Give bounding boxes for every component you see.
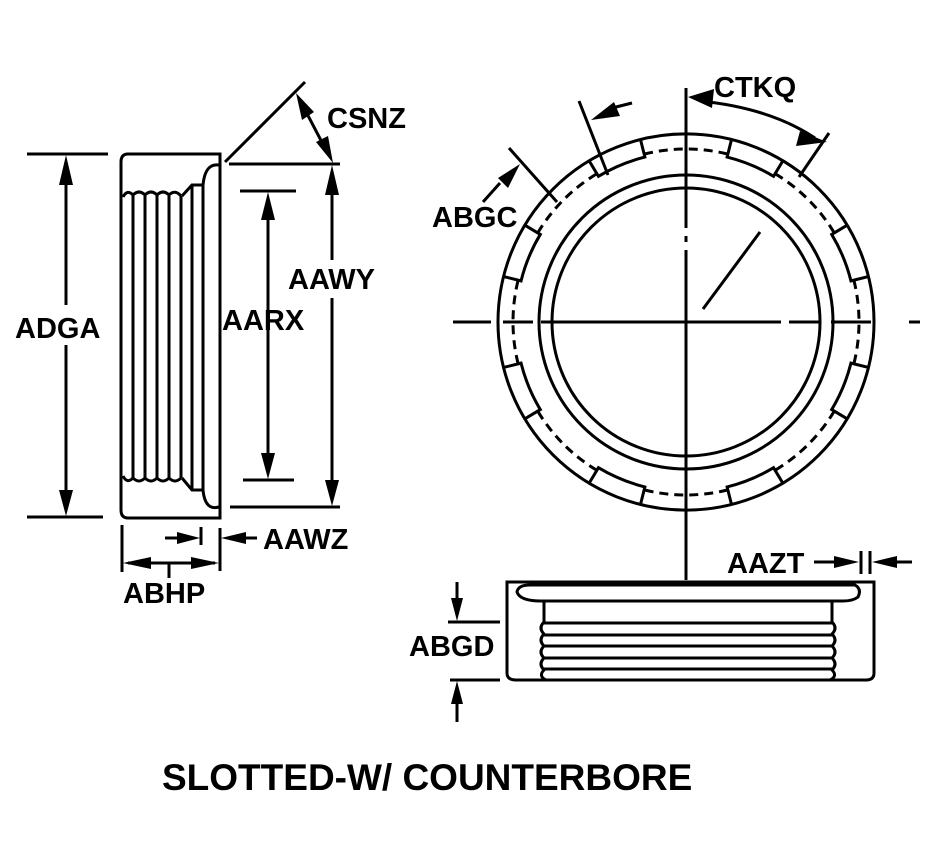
section-lip [515,583,861,603]
slot-bottom-hidden-lines [511,147,861,497]
abgc-extension-2 [507,147,559,203]
slot-hidden-line [536,410,598,472]
aazt-arrow-right [834,556,859,568]
side-view: ADGA AARX AAWY CSNZ AAWZ [15,80,406,610]
aarx-arrow-down [261,453,275,479]
adga-arrow-up [59,155,73,185]
csnz-arrow-upper [296,93,314,120]
side-view-lip [201,163,220,510]
ctkq-arrow-right [796,131,827,146]
side-view-thread-bottom [121,475,183,483]
abgc-extension-1 [577,100,610,176]
ctkq-arrow-left [688,89,714,108]
abhp-arrow-right [191,557,219,569]
adga-label: ADGA [15,313,100,345]
section-view: ABGD AAZT [409,548,912,722]
abgc-label: ABGC [432,202,517,234]
abgc-arrow-2 [498,164,520,188]
aawz-arrow-right [177,532,200,544]
aawz-arrow-left [221,532,246,544]
abhp-label: ABHP [123,578,205,610]
aarx-arrow-up [261,192,275,220]
aazt-arrow-left [872,556,897,568]
csnz-label: CSNZ [327,103,406,135]
abgc-arrow-1 [591,102,620,120]
aawy-arrow-up [325,165,339,195]
side-view-thread-top [121,190,183,198]
ctkq-arc [699,99,816,140]
abgd-label: ABGD [409,631,494,663]
side-view-body-outline [119,152,222,520]
aarx-label: AARX [222,305,305,337]
aazt-label: AAZT [727,548,805,580]
csnz-arrow-lower [316,136,333,163]
counterbore-circle [537,173,835,471]
slot-hidden-line [536,172,598,234]
slot-hidden-line [643,147,729,156]
abgd-arrow-down [451,598,463,621]
slot-hidden-line [852,279,861,365]
aawz-label: AAWZ [263,524,348,556]
adga-arrow-down [59,490,73,516]
aawy-label: AAWY [288,264,375,296]
radius-leader [701,231,762,310]
section-thread-left [539,620,547,682]
abgc-arrow-tail-2 [481,181,502,204]
ctkq-extension [797,132,831,178]
ctkq-label: CTKQ [714,72,796,104]
front-view: CTKQ ABGC [432,72,920,580]
section-thread-right [829,620,837,682]
slot-hidden-line [774,410,836,472]
outer-slotted-rim [496,132,876,512]
abgd-arrow-up [451,681,463,704]
slot-hidden-line [774,172,836,234]
bore-circle [550,186,822,458]
slot-hidden-line [643,488,729,497]
abhp-arrow-left [123,557,151,569]
csnz-extension-angled [223,80,307,164]
section-body-outline [505,580,876,682]
slot-hidden-line [511,279,520,365]
aawy-arrow-down [325,480,339,506]
drawing-title: SLOTTED-W/ COUNTERBORE [162,757,692,798]
